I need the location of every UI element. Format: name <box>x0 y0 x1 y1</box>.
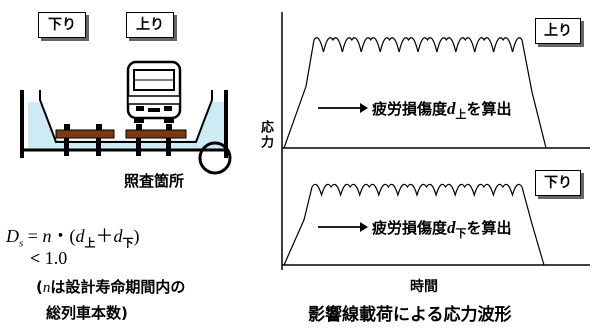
formula-note-line2: 総列車本数) <box>46 304 128 322</box>
stress-axis-label: 応力 <box>258 120 273 150</box>
bridge-diagram <box>20 60 232 175</box>
label-up: 上り <box>126 12 174 38</box>
stress-waveform-chart <box>281 12 590 270</box>
check-point-marker <box>198 141 232 175</box>
label-down: 下り <box>38 12 86 38</box>
damage-text-up: 疲労損傷度d上を算出 <box>372 99 512 121</box>
train-icon <box>126 60 182 123</box>
diagram-title: 影響線載荷による応力波形 <box>308 305 512 325</box>
damage-text-down: 疲労損傷度d下を算出 <box>372 218 512 240</box>
tag-up: 上り <box>535 18 581 44</box>
waveform-up <box>283 37 547 149</box>
check-point-label: 照査箇所 <box>124 172 185 190</box>
tag-down: 下り <box>535 170 581 196</box>
formula-note-line1: (nは設計寿命期間内の <box>36 278 186 296</box>
trough-fill <box>28 102 224 150</box>
time-axis-label: 時間 <box>410 279 438 295</box>
formula-line1: Ds = n・(d上＋d下) <box>6 226 140 250</box>
waveform-down <box>283 183 545 266</box>
trough-outline <box>39 90 213 143</box>
formula-line2: < 1.0 <box>30 248 68 268</box>
